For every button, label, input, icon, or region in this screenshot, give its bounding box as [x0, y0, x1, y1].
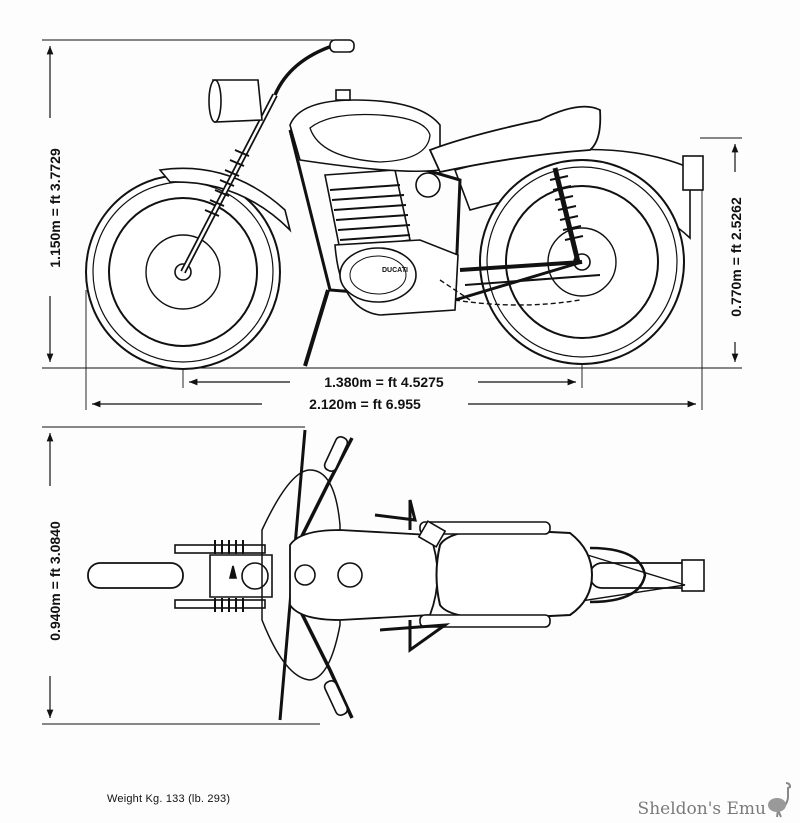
- weight-caption: Weight Kg. 133 (lb. 293): [107, 793, 231, 805]
- ducati-logo: DUCATI: [382, 267, 408, 274]
- seat-height-label: 0.770m = ft 2.5262: [728, 197, 744, 317]
- motorcycle-side-view: DUCATI: [85, 39, 704, 370]
- headlight: [208, 79, 263, 123]
- overall-width-label: 0.940m = ft 3.0840: [47, 521, 63, 641]
- fuel-tank: [289, 89, 441, 173]
- front-fork: [180, 93, 278, 274]
- overall-height-label: 1.150m = ft 3.7729: [47, 148, 63, 268]
- watermark-text: Sheldon's Emu: [637, 799, 766, 819]
- motorcycle-top-view: [87, 429, 705, 721]
- engine: DUCATI: [324, 169, 459, 316]
- emu-logo-icon: [768, 782, 792, 818]
- rear-shock: [549, 167, 584, 263]
- overall-length-label: 2.120m = ft 6.955: [309, 396, 421, 412]
- dimension-lines: [42, 39, 742, 725]
- wheelbase-label: 1.380m = ft 4.5275: [324, 374, 444, 390]
